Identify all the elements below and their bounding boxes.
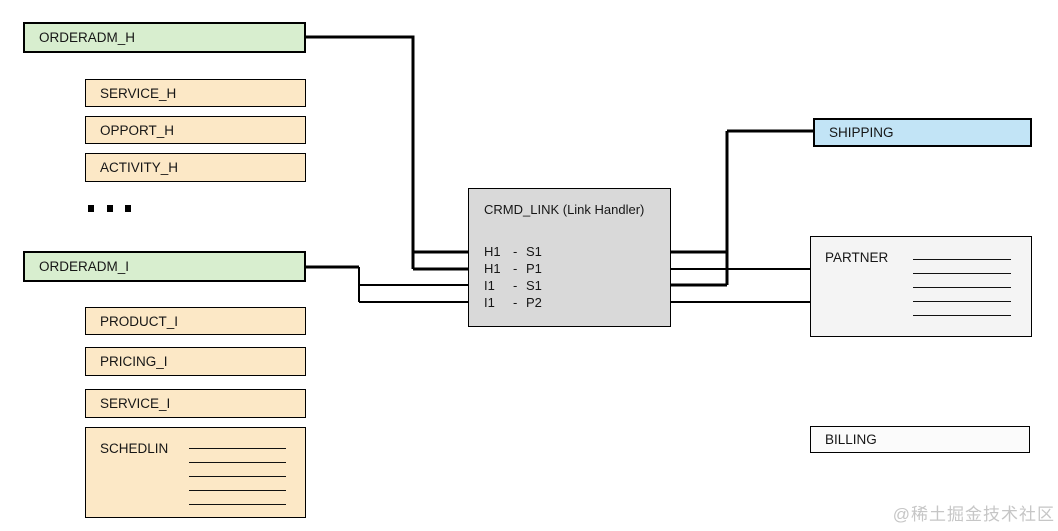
node-service-h: SERVICE_H <box>85 79 306 107</box>
field-line <box>189 448 286 449</box>
node-label: ORDERADM_H <box>39 30 136 45</box>
node-label: ACTIVITY_H <box>100 160 179 175</box>
field-line <box>189 504 286 505</box>
node-service-i: SERVICE_I <box>85 389 306 418</box>
field-line <box>913 315 1011 316</box>
node-label: PRICING_I <box>100 354 168 369</box>
node-schedlin: SCHEDLIN <box>85 427 306 518</box>
node-shipping: SHIPPING <box>813 118 1032 147</box>
field-line <box>913 273 1011 274</box>
field-line <box>189 490 286 491</box>
field-line <box>913 301 1011 302</box>
node-label: BILLING <box>825 432 877 447</box>
link-row: I1-P2 <box>484 295 542 310</box>
node-label: SHIPPING <box>829 125 894 140</box>
field-line <box>913 259 1011 260</box>
field-line <box>189 476 286 477</box>
ellipsis-dot-icon <box>107 205 113 212</box>
field-line <box>913 287 1011 288</box>
watermark-text: @稀土掘金技术社区 <box>892 505 1055 524</box>
node-product-i: PRODUCT_I <box>85 307 306 335</box>
node-billing: BILLING <box>810 426 1030 453</box>
node-activity-h: ACTIVITY_H <box>85 153 306 182</box>
node-orderadm-i: ORDERADM_I <box>23 251 306 282</box>
link-row: H1-P1 <box>484 261 542 276</box>
ellipsis-dot-icon <box>88 205 94 212</box>
link-row: H1-S1 <box>484 244 542 259</box>
connector-orderadmh-crmdlink <box>306 35 415 269</box>
field-line <box>189 462 286 463</box>
link-row: I1-S1 <box>484 278 542 293</box>
ellipsis-dot-icon <box>125 205 131 212</box>
node-label: OPPORT_H <box>100 122 175 138</box>
node-pricing-i: PRICING_I <box>85 347 306 376</box>
node-label: ORDERADM_I <box>39 259 130 274</box>
node-opport-h: OPPORT_H <box>85 116 306 144</box>
node-label: SERVICE_H <box>100 85 177 101</box>
node-label: SERVICE_I <box>100 396 171 411</box>
link-handler-title: CRMD_LINK (Link Handler) <box>484 202 645 217</box>
node-label: PRODUCT_I <box>100 313 179 329</box>
node-partner: PARTNER <box>810 236 1032 337</box>
node-orderadm-h: ORDERADM_H <box>23 22 306 53</box>
node-label: SCHEDLIN <box>100 441 169 456</box>
node-label: PARTNER <box>825 250 889 265</box>
